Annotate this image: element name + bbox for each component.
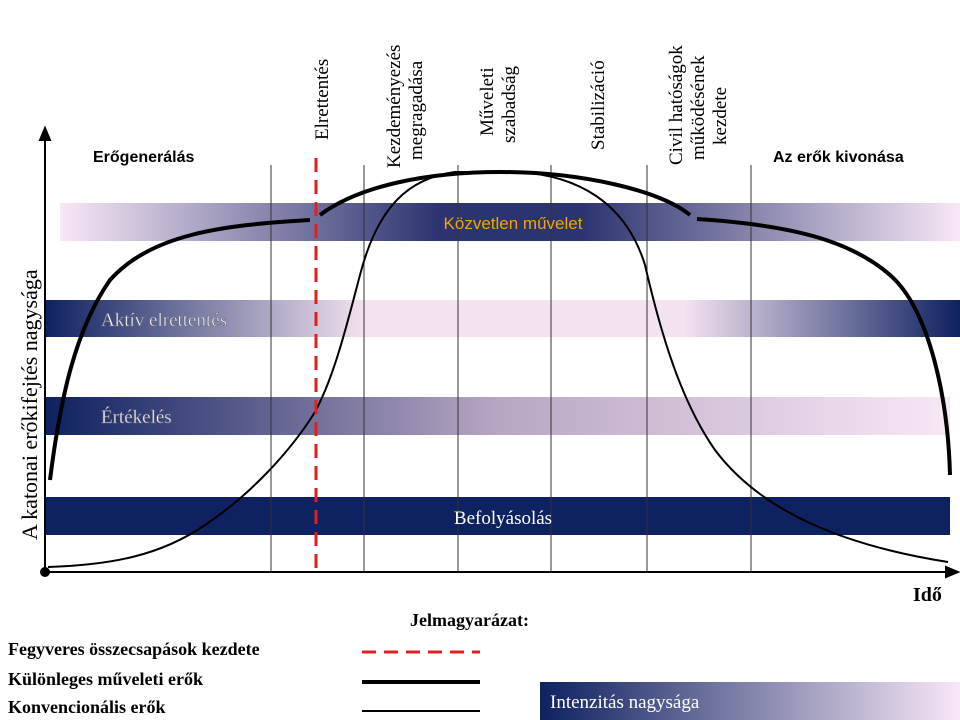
phase-label-muveleti-szabadsag: Műveleti szabadság bbox=[477, 63, 520, 143]
phase-labels: Elrettentés Kezdeményezés megragadása Mű… bbox=[312, 40, 731, 168]
legend-intensity-label: Intenzitás nagysága bbox=[550, 692, 700, 713]
x-axis-label: Idő bbox=[913, 584, 942, 606]
phase-label-kezdemenyezes: Kezdeményezés megragadása bbox=[384, 40, 427, 168]
axes bbox=[38, 125, 960, 579]
legend-intensity-gradient bbox=[540, 682, 960, 720]
axis-origin-dot bbox=[40, 567, 50, 577]
legend-title: Jelmagyarázat: bbox=[410, 610, 529, 630]
phase-label-stabilizacio: Stabilizáció bbox=[588, 60, 609, 150]
legend: Jelmagyarázat: Fegyveres összecsapások k… bbox=[8, 610, 960, 720]
band-label-befolyasolas: Befolyásolás bbox=[454, 508, 552, 529]
legend-label-conventional-forces: Konvencionális erők bbox=[8, 697, 166, 717]
band-aktiv-elrettentes bbox=[45, 300, 960, 337]
band-ertekeles bbox=[45, 397, 950, 435]
legend-label-special-forces: Különleges műveleti erők bbox=[8, 669, 203, 689]
band-label-aktiv-elrettentes: Aktív elrettentés bbox=[101, 310, 227, 331]
intensity-bands bbox=[45, 203, 960, 535]
phase-label-elrettentes: Elrettentés bbox=[312, 59, 333, 140]
phase-dividers bbox=[270, 165, 752, 572]
special-forces-curve bbox=[48, 169, 952, 481]
band-label-ertekeles: Értékelés bbox=[101, 406, 172, 428]
right-phase-label: Az erők kivonása bbox=[773, 149, 904, 166]
legend-label-armed-conflict: Fegyveres összecsapások kezdete bbox=[8, 639, 260, 659]
phase-label-civil-hatosagok: Civil hatóságok működésének kezdete bbox=[666, 40, 731, 165]
left-phase-label: Erőgenerálás bbox=[93, 149, 194, 166]
y-axis-label: A katonai erőkifejtés nagysága bbox=[17, 269, 42, 540]
y-axis-arrow bbox=[38, 125, 52, 141]
band-label-kozvetlen-muvelet: Közvetlen művelet bbox=[444, 214, 583, 233]
band-befolyasolas bbox=[45, 497, 950, 535]
x-axis-arrow bbox=[945, 565, 960, 579]
